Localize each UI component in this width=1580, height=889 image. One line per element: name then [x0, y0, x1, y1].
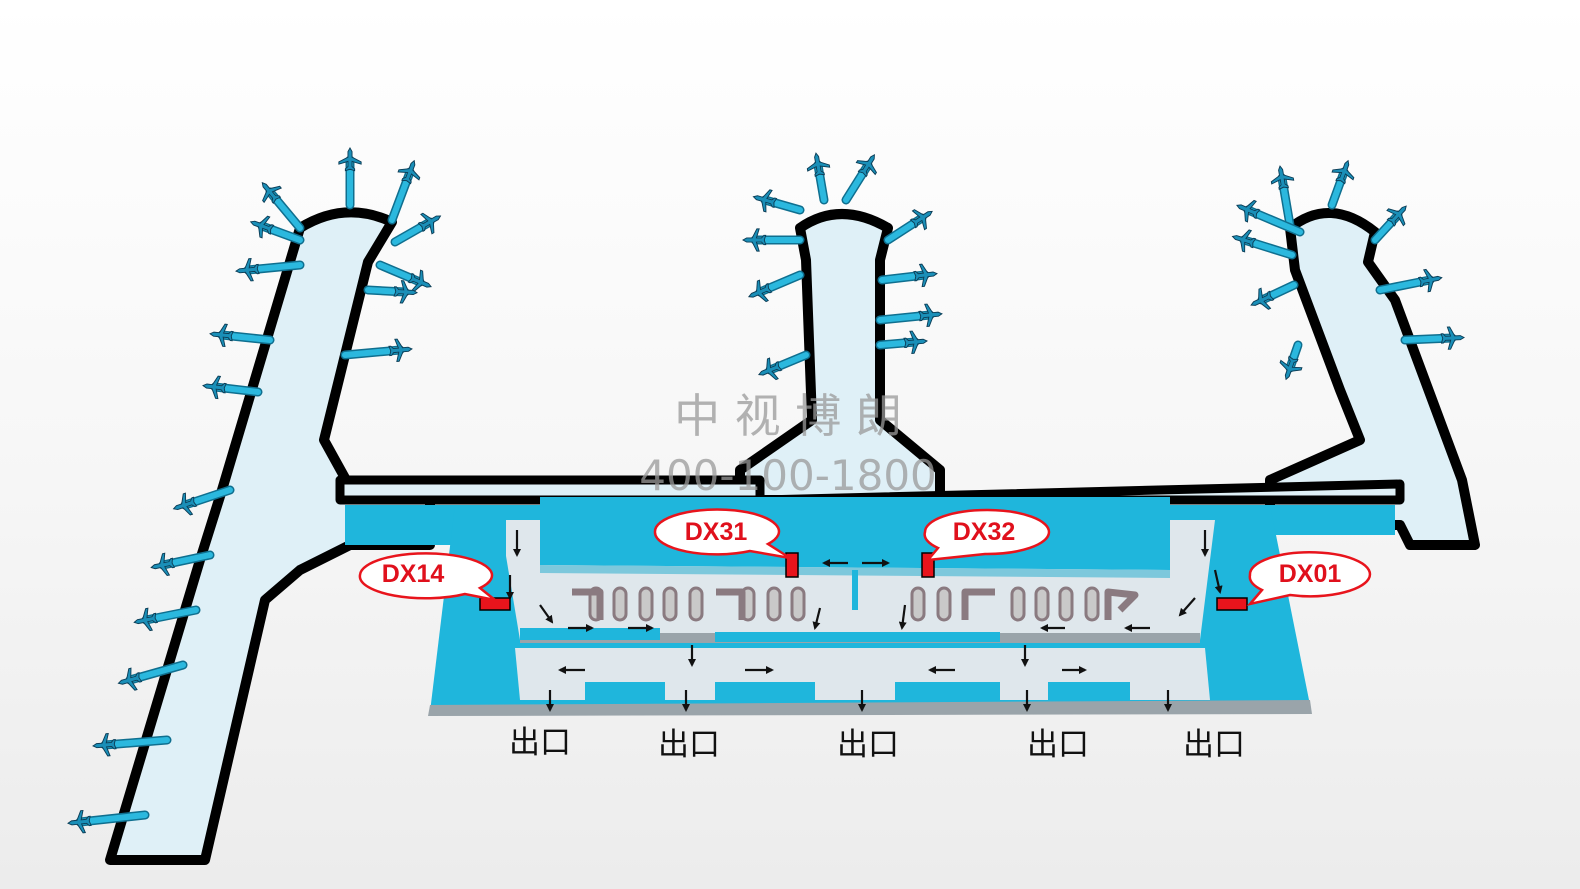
callout-dx31 [653, 508, 791, 560]
bench-upper-2 [715, 632, 1000, 642]
airplane-icon [201, 374, 228, 400]
airplane-icon [387, 337, 414, 363]
arrow-icon [1213, 569, 1223, 594]
baggage-carousel-bend [1104, 588, 1139, 620]
airplane-icon [1228, 225, 1258, 255]
exit-label-2: 出口 [658, 727, 720, 763]
airplane-icon [754, 355, 785, 386]
exit-label-4: 出口 [1027, 727, 1089, 763]
gate-bridge [77, 812, 148, 825]
airplane-icon [114, 665, 144, 695]
column-right [1222, 513, 1240, 603]
callout-dx32 [923, 508, 1051, 562]
terminal-edge [428, 700, 1312, 716]
ad-marker-dx01[interactable]: DX01 [1216, 551, 1372, 611]
exit-label-5: 出口 [1183, 727, 1245, 763]
marker-box-dx01[interactable] [1216, 597, 1248, 611]
arrow-icon [898, 604, 907, 630]
airplane-icon [246, 210, 277, 241]
airplane-icon [749, 185, 779, 215]
airplane-icon [1232, 194, 1263, 225]
callout-dx14 [358, 552, 496, 602]
watermark: 中 视 博 朗 400-100-1800 [639, 389, 937, 500]
exit-labels: 出口 出口 出口 出口 出口 [509, 725, 1245, 763]
gate-bridges [66, 147, 1465, 835]
bench-lower-2 [715, 682, 815, 700]
baggage-carousel [612, 586, 628, 622]
airplane-icon [91, 732, 118, 758]
connector-corridor [335, 475, 1405, 505]
airplane-icon [1440, 325, 1465, 351]
airplane-icon [804, 150, 832, 178]
baggage-carousel [1010, 586, 1026, 622]
baggage-carousel [662, 586, 678, 622]
baggage-carousel-bend [716, 588, 746, 620]
baggage-carousel-bend [961, 588, 995, 620]
bench-lower-1 [585, 682, 665, 700]
airplane-icon [917, 302, 944, 328]
callout-dx01 [1246, 551, 1372, 607]
airplane-icon [66, 809, 93, 835]
callout-label-dx01: DX01 [1279, 560, 1342, 588]
baggage-carousel-bend [572, 588, 604, 620]
baggage-carousel [790, 586, 806, 622]
airplane-icon [1268, 163, 1296, 191]
arrow-icon [539, 604, 554, 624]
marker-box-dx14[interactable] [479, 597, 511, 611]
concourse [105, 207, 1480, 865]
airplane-icon [1416, 266, 1445, 294]
airplane-icon [912, 262, 939, 288]
watermark-company: 中 视 博 朗 [674, 389, 902, 443]
gate-bridge [102, 737, 170, 748]
baggage-carousel [1058, 586, 1074, 622]
baggage-carousel [638, 586, 654, 622]
baggage-carousel [688, 586, 704, 622]
terminal-outer-left [345, 505, 470, 545]
terminal-outer-right [1270, 505, 1395, 535]
ad-marker-dx32[interactable]: DX32 [921, 508, 1051, 578]
exit-label-3: 出口 [837, 727, 899, 763]
exit-label-1: 出口 [509, 725, 571, 761]
bench-upper-1 [520, 628, 660, 640]
airplane-icon [902, 329, 929, 355]
baggage-carousels [572, 586, 1139, 622]
passenger-flow-arrows [506, 530, 1223, 712]
watermark-phone: 400-100-1800 [639, 451, 937, 500]
airplane-icon [1275, 353, 1305, 384]
airplane-icon [169, 490, 200, 520]
airplane-icon [208, 322, 235, 348]
baggage-carousel [910, 586, 926, 622]
column-left [488, 510, 506, 600]
bench-lower-3 [895, 682, 1000, 700]
bench-lower-4 [1048, 682, 1130, 700]
divider-post [852, 570, 858, 610]
airplane-icon [1245, 284, 1277, 316]
callout-label-dx14: DX14 [382, 560, 445, 588]
callout-label-dx31: DX31 [685, 518, 748, 546]
airplane-icon [338, 147, 362, 172]
airplane-icon [131, 606, 160, 634]
arrow-icon [1178, 597, 1196, 617]
baggage-carousel [1084, 586, 1100, 622]
baggage-carousel [766, 586, 782, 622]
security-block-roof [540, 497, 1170, 570]
airplane-icon [395, 156, 426, 187]
airplane-icon [742, 228, 767, 252]
baggage-carousel [1034, 586, 1050, 622]
arrow-icon [812, 607, 822, 630]
airplane-icon [234, 257, 261, 283]
ad-marker-dx14[interactable]: DX14 [358, 552, 511, 611]
callout-label-dx32: DX32 [953, 518, 1016, 546]
baggage-carousel [936, 586, 952, 622]
ad-marker-dx31[interactable]: DX31 [653, 508, 799, 578]
airplane-icon [744, 277, 775, 308]
airplane-icon [148, 551, 177, 579]
airplane-icon [1329, 156, 1360, 187]
